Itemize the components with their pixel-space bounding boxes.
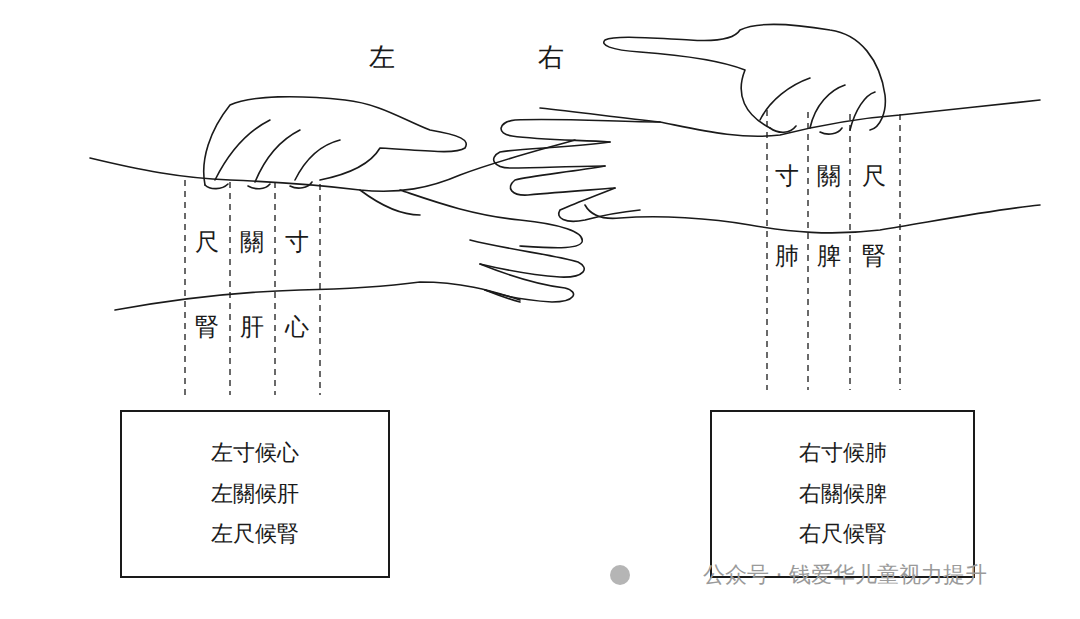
pulse-position-label: 肺	[773, 243, 801, 269]
pulse-position-label: 左	[367, 44, 397, 73]
box-text: 右寸候肺	[799, 433, 887, 474]
pulse-position-label: 肝	[238, 314, 266, 340]
pulse-position-label: 右	[536, 44, 566, 73]
summary-box: 左寸候心左關候肝左尺候腎	[120, 410, 390, 578]
pulse-position-label: 心	[283, 314, 311, 340]
pulse-position-label: 關	[815, 163, 843, 189]
box-text: 左尺候腎	[211, 514, 299, 555]
pulse-position-label: 尺	[193, 229, 221, 255]
box-text: 右關候脾	[799, 474, 887, 515]
pulse-position-label: 腎	[860, 243, 888, 269]
watermark: 公众号 · 钱爱华儿童视力提升	[701, 563, 990, 587]
pulse-position-label: 寸	[283, 229, 311, 255]
pulse-position-label: 寸	[773, 163, 801, 189]
pulse-position-label: 脾	[815, 243, 843, 269]
pulse-position-label: 尺	[860, 163, 888, 189]
pulse-position-label: 關	[238, 229, 266, 255]
box-text: 左關候肝	[211, 474, 299, 515]
box-text: 左寸候心	[211, 433, 299, 474]
summary-box: 右寸候肺右關候脾右尺候腎	[710, 410, 975, 578]
box-text: 右尺候腎	[799, 514, 887, 555]
pulse-position-label: 腎	[193, 314, 221, 340]
